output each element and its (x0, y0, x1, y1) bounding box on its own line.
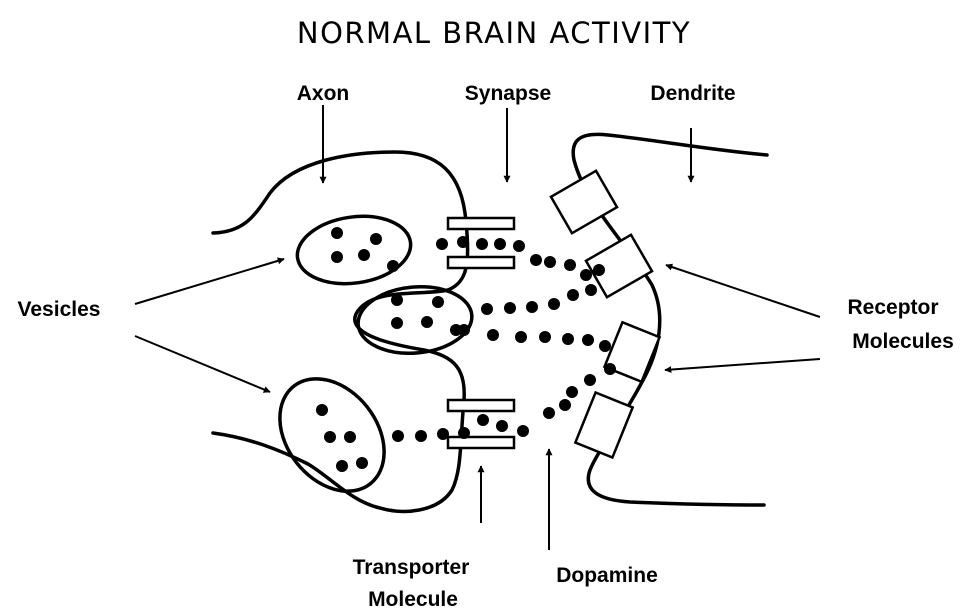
label-receptor-line1: Receptor (847, 296, 938, 319)
vesicle-upper (293, 209, 415, 290)
axon-membrane-upper (213, 152, 468, 511)
label-synapse: Synapse (465, 82, 551, 105)
receptor-box-4 (575, 392, 632, 457)
label-arrows (135, 105, 820, 550)
label-transporter-line1: Transporter (353, 556, 470, 579)
vesicles-arrow-upper (135, 259, 284, 304)
label-receptor-line2: Molecules (852, 330, 954, 353)
transporter-bar-4 (448, 437, 514, 448)
label-transporter-line2: Molecule (368, 588, 458, 611)
receptor-arrow-upper (666, 265, 820, 317)
label-dopamine: Dopamine (556, 564, 658, 587)
transporter-bar-2 (448, 257, 514, 268)
receptor-arrow-lower (665, 359, 820, 370)
transporter-bar-1 (448, 218, 514, 229)
vesicles-arrow-lower (135, 336, 270, 392)
transporter-bar-3 (448, 400, 514, 411)
label-axon: Axon (297, 82, 350, 105)
diagram-title: NORMAL BRAIN ACTIVITY (297, 16, 691, 50)
label-dendrite: Dendrite (650, 82, 735, 105)
label-vesicles: Vesicles (18, 298, 101, 321)
